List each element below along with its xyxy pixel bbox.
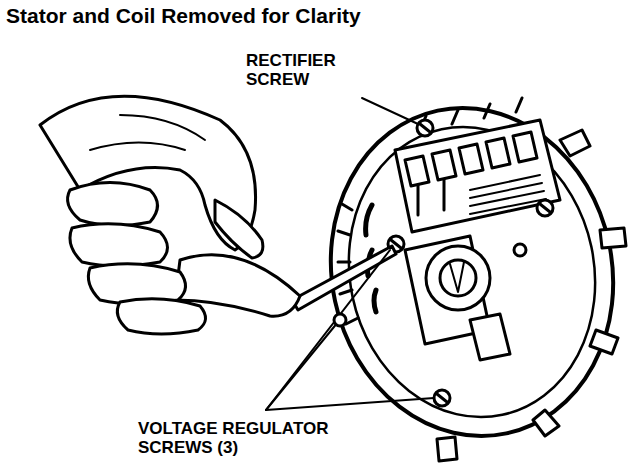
voltage-regulator: [405, 236, 510, 360]
part-label: VOLTAGE REGULATOR SCREWS (3): [138, 420, 378, 457]
screwdriver: [175, 246, 396, 316]
hand: [40, 96, 263, 334]
rectifier-bridge: [395, 98, 560, 232]
figure-title: Stator and Coil Removed for Clarity: [6, 4, 361, 27]
screws: [388, 120, 553, 406]
part-label: RECTIFIER SCREW: [246, 52, 364, 89]
regulator-screw: [334, 314, 346, 326]
leader-lines: [266, 98, 434, 410]
